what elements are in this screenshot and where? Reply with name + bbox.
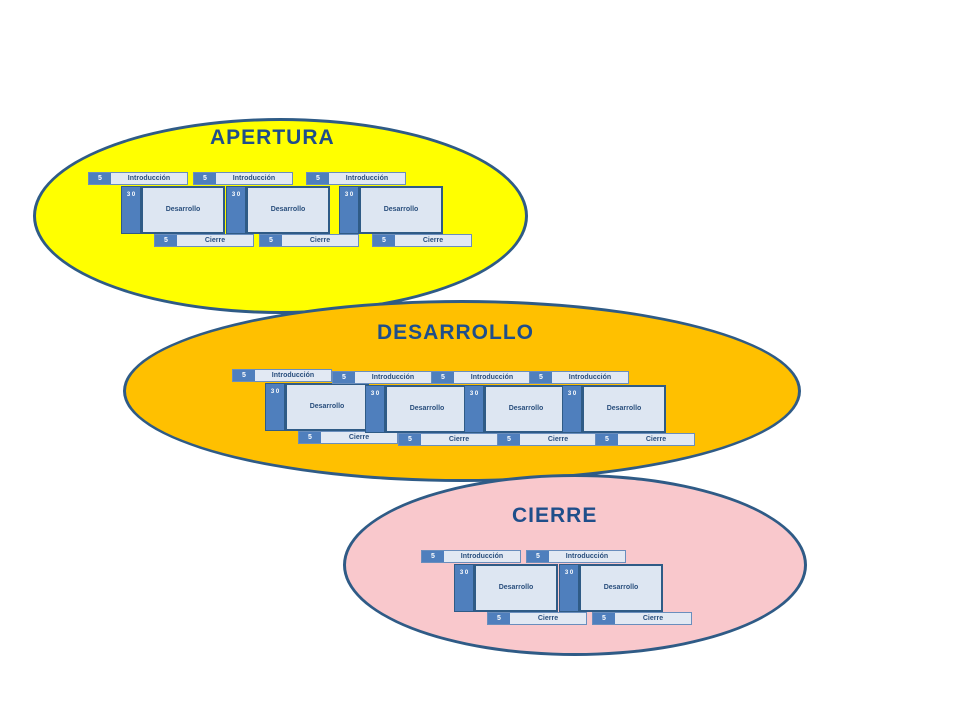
intro-label: Introducción <box>565 553 609 560</box>
close-bar: 5 Cierre <box>497 433 597 446</box>
intro-minutes: 5 <box>530 372 552 383</box>
close-bar: 5 Cierre <box>298 431 398 444</box>
intro-minutes: 5 <box>432 372 454 383</box>
dev-box: Desarrollo <box>246 186 330 234</box>
dev-box: Desarrollo <box>582 385 666 433</box>
intro-label: Introducción <box>568 374 612 381</box>
dev-minutes: 3 0 <box>365 385 385 433</box>
close-label: Cierre <box>309 237 331 244</box>
dev-box: Desarrollo <box>285 383 369 431</box>
close-minutes: 5 <box>596 434 618 445</box>
dev-minutes: 3 0 <box>559 564 579 612</box>
close-label: Cierre <box>537 615 559 622</box>
close-minutes: 5 <box>593 613 615 624</box>
close-bar: 5 Cierre <box>487 612 587 625</box>
intro-label: Introducción <box>460 553 504 560</box>
intro-bar: 5 Introducción <box>332 371 432 384</box>
close-minutes: 5 <box>488 613 510 624</box>
desarrollo-title: DESARROLLO <box>377 321 534 344</box>
dev-minutes: 3 0 <box>339 186 359 234</box>
dev-minutes: 3 0 <box>121 186 141 234</box>
dev-minutes: 3 0 <box>454 564 474 612</box>
cierre-title: CIERRE <box>512 504 598 527</box>
dev-minutes: 3 0 <box>226 186 246 234</box>
intro-minutes: 5 <box>527 551 549 562</box>
intro-label: Introducción <box>371 374 415 381</box>
close-minutes: 5 <box>498 434 520 445</box>
intro-bar: 5 Introducción <box>431 371 531 384</box>
close-bar: 5 Cierre <box>372 234 472 247</box>
dev-box: Desarrollo <box>579 564 663 612</box>
intro-bar: 5 Introducción <box>421 550 521 563</box>
close-label: Cierre <box>448 436 470 443</box>
close-label: Cierre <box>645 436 667 443</box>
close-label: Cierre <box>547 436 569 443</box>
close-bar: 5 Cierre <box>595 433 695 446</box>
intro-label: Introducción <box>232 175 276 182</box>
close-label: Cierre <box>348 434 370 441</box>
dev-box: Desarrollo <box>359 186 443 234</box>
close-minutes: 5 <box>260 235 282 246</box>
intro-label: Introducción <box>127 175 171 182</box>
intro-label: Introducción <box>345 175 389 182</box>
apertura-title: APERTURA <box>210 126 335 149</box>
dev-minutes: 3 0 <box>562 385 582 433</box>
intro-minutes: 5 <box>422 551 444 562</box>
dev-box: Desarrollo <box>385 385 469 433</box>
close-minutes: 5 <box>399 434 421 445</box>
dev-box: Desarrollo <box>141 186 225 234</box>
close-minutes: 5 <box>155 235 177 246</box>
close-label: Cierre <box>204 237 226 244</box>
close-label: Cierre <box>642 615 664 622</box>
close-bar: 5 Cierre <box>259 234 359 247</box>
dev-box: Desarrollo <box>484 385 568 433</box>
dev-minutes: 3 0 <box>265 383 285 431</box>
intro-minutes: 5 <box>307 173 329 184</box>
close-bar: 5 Cierre <box>398 433 498 446</box>
intro-minutes: 5 <box>233 370 255 381</box>
dev-box: Desarrollo <box>474 564 558 612</box>
intro-minutes: 5 <box>333 372 355 383</box>
intro-label: Introducción <box>470 374 514 381</box>
intro-label: Introducción <box>271 372 315 379</box>
intro-bar: 5 Introducción <box>88 172 188 185</box>
intro-bar: 5 Introducción <box>193 172 293 185</box>
close-bar: 5 Cierre <box>592 612 692 625</box>
intro-bar: 5 Introducción <box>306 172 406 185</box>
intro-bar: 5 Introducción <box>526 550 626 563</box>
intro-bar: 5 Introducción <box>529 371 629 384</box>
intro-bar: 5 Introducción <box>232 369 332 382</box>
close-minutes: 5 <box>373 235 395 246</box>
close-label: Cierre <box>422 237 444 244</box>
intro-minutes: 5 <box>194 173 216 184</box>
dev-minutes: 3 0 <box>464 385 484 433</box>
intro-minutes: 5 <box>89 173 111 184</box>
close-bar: 5 Cierre <box>154 234 254 247</box>
close-minutes: 5 <box>299 432 321 443</box>
